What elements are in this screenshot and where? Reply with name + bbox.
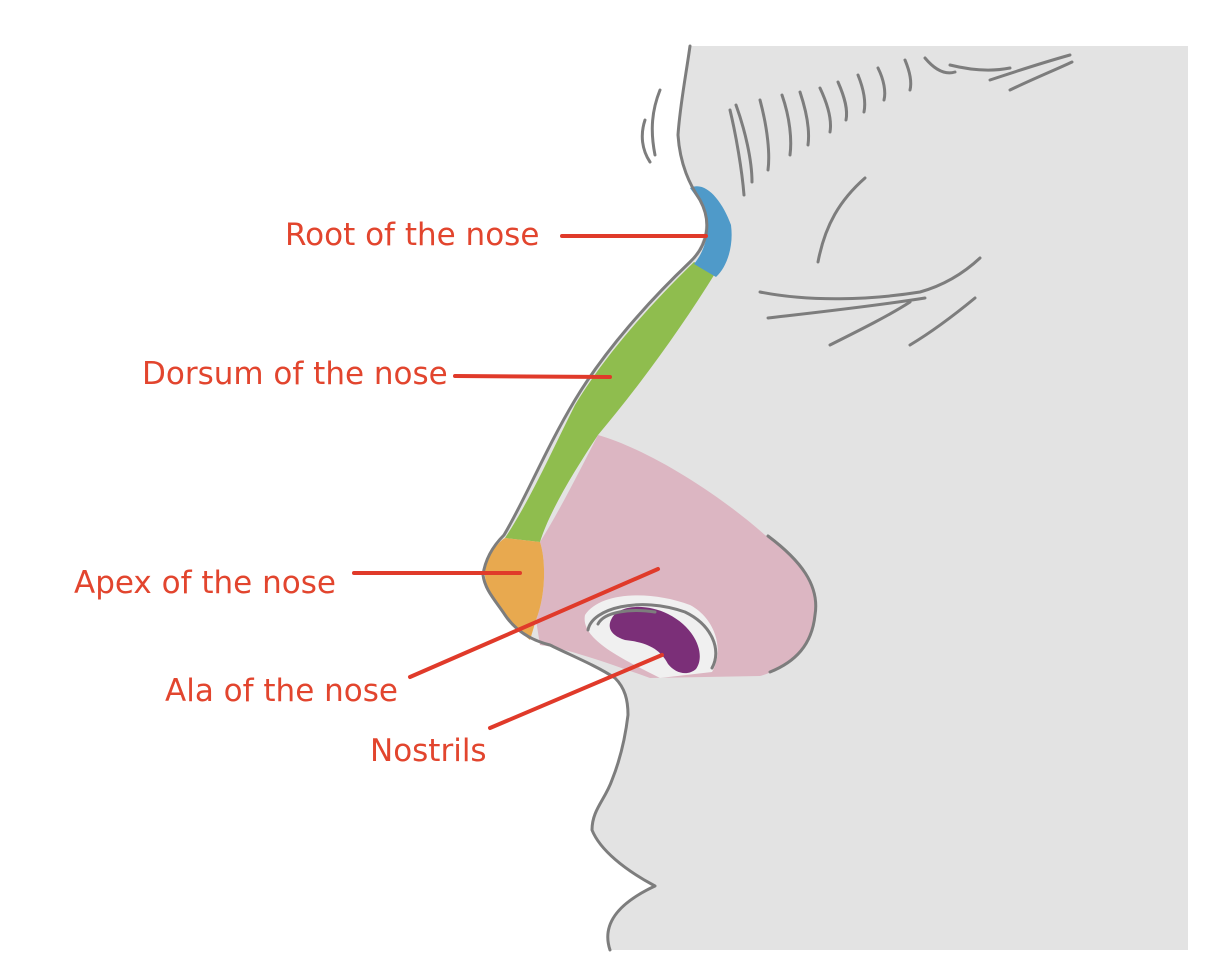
apex-region — [484, 538, 545, 640]
profile-outline — [481, 44, 709, 952]
ala-label: Ala of the nose — [165, 673, 398, 709]
face-skin — [483, 46, 1188, 950]
dorsum-leader-line — [453, 374, 612, 379]
nostril-outline — [586, 603, 718, 670]
nostril-inner-outline — [596, 609, 657, 626]
nostril-region — [609, 606, 700, 674]
root-label: Root of the nose — [285, 217, 539, 253]
dorsum-region — [505, 262, 716, 542]
root-region — [690, 186, 732, 277]
dorsum-label: Dorsum of the nose — [142, 356, 448, 392]
apex-label: Apex of the nose — [74, 565, 336, 601]
ala-outline — [766, 534, 818, 674]
brow-sketch — [640, 88, 662, 164]
nostrils-leader-line — [488, 653, 664, 730]
eyebrow-sketch — [728, 53, 1074, 197]
ala-leader-line — [408, 567, 660, 679]
eye-sketch — [758, 176, 982, 347]
nostrils-label: Nostrils — [370, 733, 487, 769]
